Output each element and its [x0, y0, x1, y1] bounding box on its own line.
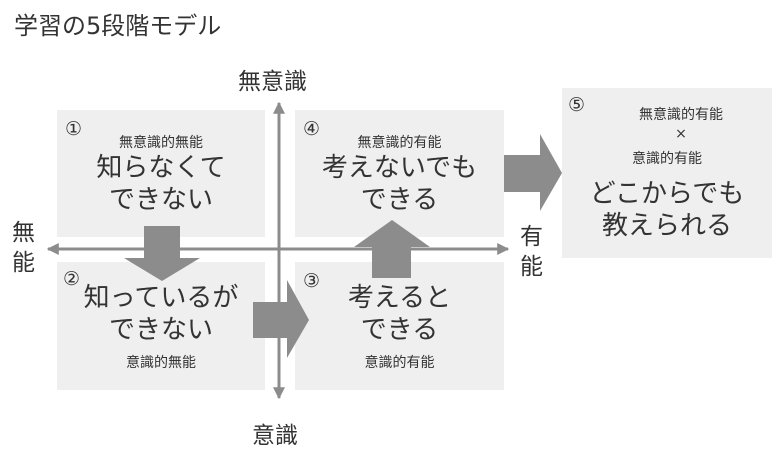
- stage-3-number: ③: [303, 270, 321, 292]
- arrow-stage1-to-stage2: [124, 226, 200, 281]
- stage-4-text-line1: 考えないでも: [321, 153, 478, 183]
- stage-1-number: ①: [65, 118, 83, 140]
- stage-1-text-line2: できない: [108, 185, 213, 215]
- stage-5-text-line2: 教えられる: [601, 211, 732, 241]
- stage-2-text-line1: 知っているが: [83, 283, 239, 313]
- stage-5-label-line1: 無意識的有能: [639, 107, 723, 123]
- stage-2-box: ② 知っているが できない 意識的無能: [57, 262, 265, 390]
- stage-1-box: ① 無意識的無能 知らなくて できない: [57, 110, 265, 237]
- stage-4-label: 無意識的有能: [357, 135, 442, 151]
- arrow-stage3-to-stage4: [354, 220, 430, 278]
- stage-2-number: ②: [63, 268, 81, 290]
- stage-5-text-line1: どこからでも: [589, 179, 745, 209]
- stage-3-text-line1: 考えると: [347, 283, 452, 313]
- stage-3-text-line2: できる: [360, 315, 439, 345]
- stage-5-label-line2: 意識的有能: [632, 151, 702, 167]
- stage-4-text-line2: できる: [360, 185, 439, 215]
- stage-1-label: 無意識的無能: [119, 135, 203, 151]
- stage-4-box: ④ 無意識的有能 考えないでも できる: [295, 110, 504, 237]
- arrow-stage4-to-stage5: [504, 134, 562, 211]
- axis-top-label: 無意識: [238, 69, 307, 95]
- stage-5-number: ⑤: [568, 94, 586, 116]
- stage-1-text-line1: 知らなくて: [96, 153, 226, 183]
- stage-2-label: 意識的無能: [126, 355, 196, 371]
- stage-4-number: ④: [303, 118, 321, 140]
- stage-5-cross: ×: [675, 126, 687, 142]
- arrow-stage2-to-stage3: [253, 280, 309, 358]
- stage-5-box: ⑤ 無意識的有能 × 意識的有能 どこからでも 教えられる: [562, 88, 772, 258]
- axis-bottom-label: 意識: [252, 423, 298, 449]
- stage-3-box: ③ 考えると できる 意識的有能: [295, 262, 504, 390]
- stage-2-text-line2: できない: [108, 315, 213, 345]
- axis-left-label: 無能: [12, 220, 35, 276]
- stage-3-label: 意識的有能: [364, 355, 435, 371]
- page-title: 学習の5段階モデル: [14, 12, 222, 40]
- axis-right-label: 有能: [520, 224, 543, 280]
